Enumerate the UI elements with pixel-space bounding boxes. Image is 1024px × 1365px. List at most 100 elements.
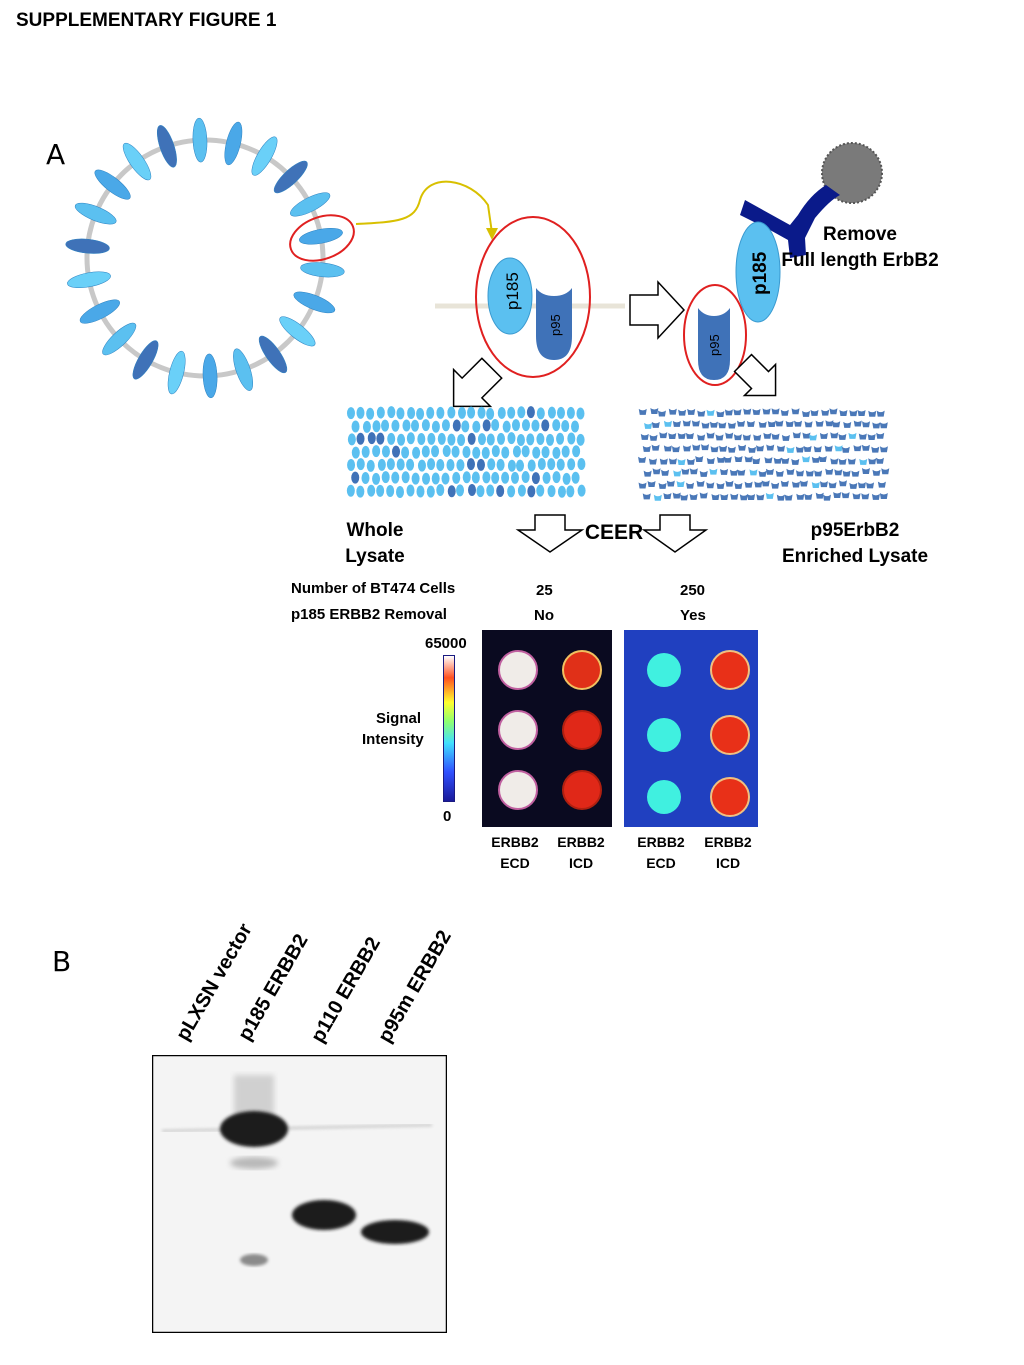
enriched-protein-shape <box>752 408 761 415</box>
lysate-protein-shape <box>422 472 431 485</box>
array-col-2-line1: ERBB2 <box>557 834 605 850</box>
lysate-protein-shape <box>377 458 386 471</box>
enriched-protein-shape <box>802 456 811 463</box>
enriched-protein-shape <box>696 480 705 487</box>
lysate-protein-shape <box>491 471 500 484</box>
enriched-protein-shape <box>781 434 790 441</box>
lysate-protein-shape <box>521 471 530 484</box>
lysate-protein-shape <box>561 419 570 432</box>
antibody-shape <box>740 185 840 258</box>
enriched-protein-shape <box>830 432 839 439</box>
enriched-protein-shape <box>804 493 813 500</box>
lysate-protein-shape <box>481 446 490 459</box>
enriched-protein-shape <box>819 481 828 488</box>
enriched-protein-shape <box>843 421 852 428</box>
p95-label: p95 <box>548 314 563 336</box>
enriched-protein-shape <box>744 481 753 488</box>
enriched-protein-shape <box>672 420 681 427</box>
enriched-protein-shape <box>730 493 739 500</box>
lysate-protein-shape <box>421 419 430 432</box>
lysate-protein-shape <box>462 445 471 458</box>
lysate-protein-shape <box>392 445 401 458</box>
enriched-protein-shape <box>681 468 690 475</box>
lysate-protein-shape <box>386 458 395 471</box>
enriched-protein-shape <box>838 458 847 465</box>
lysate-protein-shape <box>347 433 356 446</box>
enriched-protein-shape <box>811 456 820 463</box>
enriched-protein-shape <box>813 446 822 453</box>
enriched-protein-shape <box>791 481 800 488</box>
enriched-protein-shape <box>809 434 818 441</box>
enriched-protein-shape <box>642 493 651 500</box>
receptor-shape <box>279 316 316 347</box>
enriched-protein-shape <box>686 482 695 489</box>
lysate-protein-shape <box>541 446 550 459</box>
col1-cells: 25 <box>536 582 553 599</box>
array-col-2: ERBB2 ICD <box>548 832 614 874</box>
lane-label-4: p95m ERBB2 <box>374 926 456 1047</box>
p185-captured-label: p185 <box>750 251 771 295</box>
lysate-protein-shape <box>376 484 385 497</box>
enriched-protein-shape <box>706 457 715 464</box>
enriched-protein-shape <box>706 432 715 439</box>
enriched-protein-shape <box>699 470 708 477</box>
lysate-protein-shape <box>387 406 396 419</box>
lysate-protein-shape <box>482 471 491 484</box>
enriched-protein-shape <box>815 420 824 427</box>
lysate-protein-shape <box>406 458 415 471</box>
lysate-protein-shape <box>372 420 381 433</box>
lysate-protein-shape <box>361 471 370 484</box>
enriched-protein-shape <box>785 420 794 427</box>
lysate-protein-shape <box>441 419 450 432</box>
lysate-protein-shape <box>567 458 576 471</box>
enriched-protein-shape <box>710 446 719 453</box>
enriched-protein-shape <box>701 422 710 429</box>
enriched-protein-shape <box>697 410 706 417</box>
receptor-shape <box>224 121 243 166</box>
enriched-protein-shape <box>821 409 830 416</box>
enriched-protein-shape <box>756 494 765 501</box>
array-col-3-line2: ECD <box>646 855 676 871</box>
enriched-protein-shape <box>875 457 884 464</box>
enriched-protein-shape <box>830 458 839 465</box>
enriched-protein-shape <box>795 446 804 453</box>
enriched-protein-shape <box>746 420 755 427</box>
p95-isolated-shape <box>698 308 730 380</box>
lysate-protein-shape <box>366 459 375 472</box>
enriched-protein-shape <box>780 480 789 487</box>
enriched-protein-shape <box>657 410 666 417</box>
enriched-protein-shape <box>879 493 888 500</box>
lysate-protein-shape <box>381 419 390 432</box>
lysate-protein-shape <box>401 446 410 459</box>
enriched-protein-shape <box>659 458 668 465</box>
lysate-protein-shape <box>417 432 426 445</box>
enriched-protein-shape <box>805 470 814 477</box>
lysate-protein-shape <box>561 445 570 458</box>
enriched-protein-shape <box>871 446 880 453</box>
lysate-protein-shape <box>496 484 505 497</box>
enriched-protein-shape <box>824 445 833 452</box>
enriched-protein-shape <box>753 434 762 441</box>
remove-label-line2: Full length ErbB2 <box>781 250 939 271</box>
lysate-protein-shape <box>476 485 485 498</box>
lysate-protein-shape <box>576 407 585 420</box>
ecd-spots-removal <box>647 653 681 814</box>
lysate-protein-shape <box>552 471 561 484</box>
enriched-protein-shape <box>758 421 767 428</box>
enriched-protein-shape <box>733 434 742 441</box>
lysate-protein-shape <box>441 472 450 485</box>
enriched-protein-shape <box>872 422 881 429</box>
enriched-protein-shape <box>651 444 660 451</box>
enriched-protein-shape <box>861 444 870 451</box>
lysate-protein-shape <box>467 406 476 419</box>
membrane-receptors <box>65 117 345 399</box>
lysate-protein-shape <box>367 432 376 445</box>
lysate-protein-shape <box>512 445 521 458</box>
enriched-protein-shape <box>765 468 774 475</box>
lysate-protein-shape <box>372 472 381 485</box>
lysate-protein-shape <box>356 458 365 471</box>
right-arrow <box>629 280 686 340</box>
enriched-protein-shape <box>756 445 765 452</box>
array-col-2-line2: ICD <box>568 855 594 871</box>
lysate-protein-shape <box>517 406 526 419</box>
